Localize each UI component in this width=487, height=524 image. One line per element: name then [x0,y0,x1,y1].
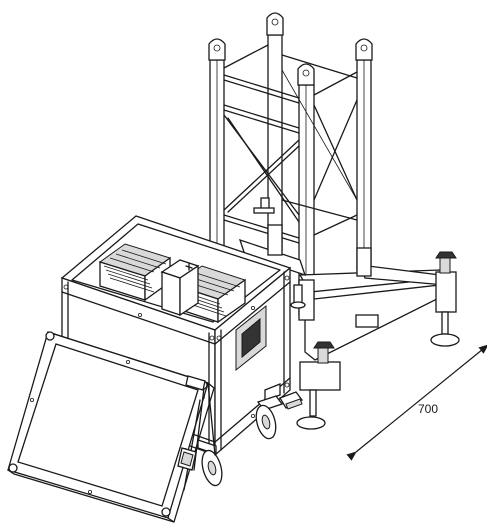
mast-diagonal-bracing [223,69,358,223]
leveling-jack-front [296,341,341,430]
case-side-handle [235,304,267,372]
mast-base-sockets [253,197,379,328]
case-caster-brake [279,391,303,410]
mast-horizontal-ties [223,44,358,244]
lid-latch [177,447,197,471]
case-side-face [214,266,291,457]
leveling-jack-rear [290,284,306,309]
mast-post-back-left [267,34,283,251]
dimension-annotation: 700 [346,344,487,461]
dimension-line [346,344,487,461]
lid-corner-caps [8,331,208,517]
lid-panel [17,343,199,507]
lid-hinge [185,375,206,391]
mast-top-lugs [208,12,373,86]
outrigger-base [238,197,460,430]
dimension-label: 700 [418,402,438,416]
case-lid-open [7,331,216,523]
case-contents [98,243,247,324]
case-caster-side [255,395,284,440]
case-caster-front [197,439,223,487]
leveling-jack-right [430,251,460,347]
